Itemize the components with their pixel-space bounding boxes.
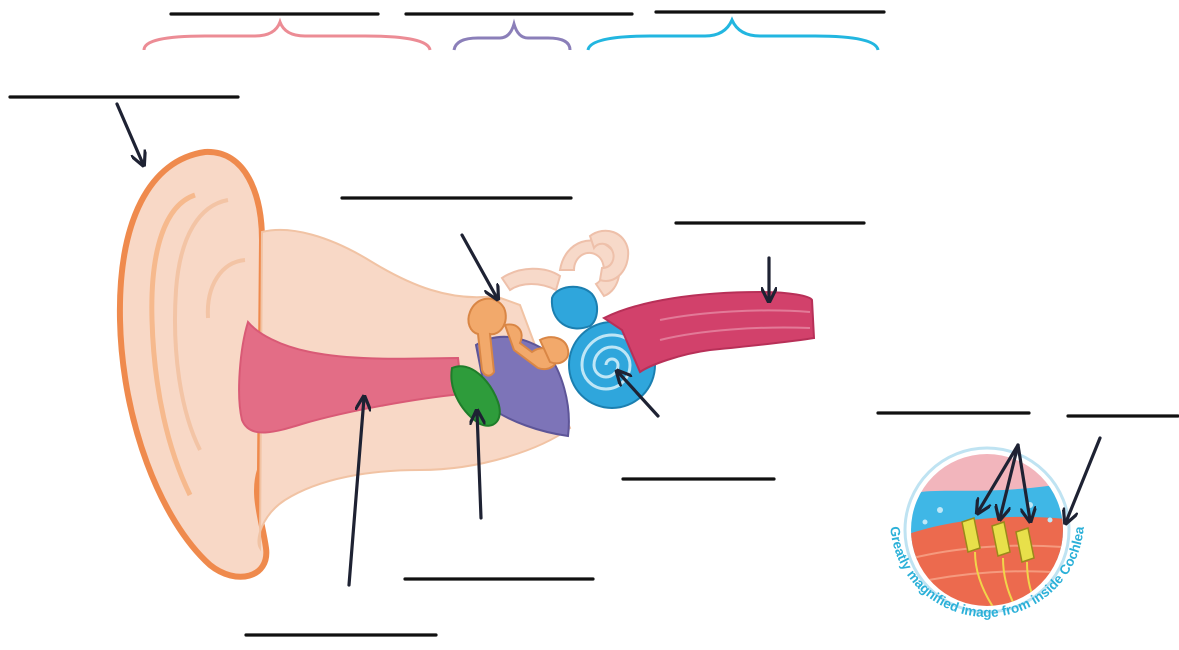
middle-ear-brace: [454, 24, 570, 50]
arrow-fluid: [1066, 438, 1100, 522]
cochlea-inset: Greatly magnified image from inside Coch…: [887, 448, 1087, 620]
semicircular-canals: [502, 231, 628, 296]
outer-ear-brace: [144, 22, 430, 50]
arrow-pinna: [117, 104, 143, 164]
inner-ear-brace: [588, 20, 878, 50]
arrow-ossicles: [462, 235, 497, 298]
